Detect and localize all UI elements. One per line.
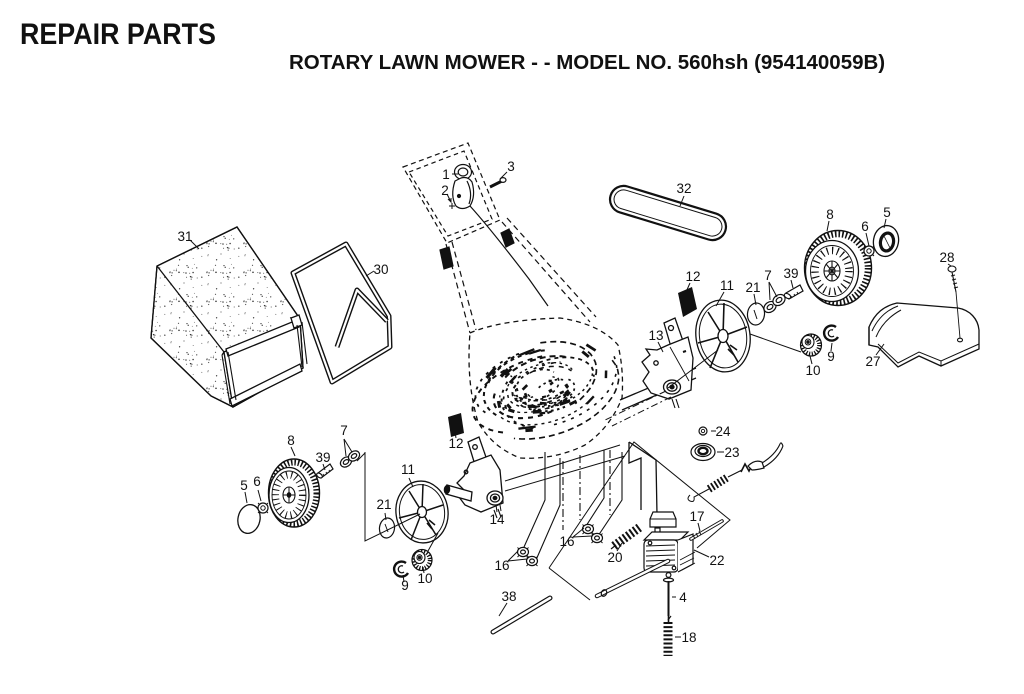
svg-text:13: 13 <box>648 328 663 343</box>
svg-text:9: 9 <box>401 578 409 593</box>
svg-text:38: 38 <box>501 589 516 604</box>
svg-text:21: 21 <box>745 280 760 295</box>
svg-text:8: 8 <box>826 207 834 222</box>
svg-text:18: 18 <box>681 630 696 645</box>
svg-text:12: 12 <box>685 269 700 284</box>
svg-text:8: 8 <box>287 433 295 448</box>
svg-text:23: 23 <box>724 445 739 460</box>
svg-text:1: 1 <box>442 167 450 182</box>
svg-text:16: 16 <box>494 558 509 573</box>
svg-text:31: 31 <box>177 229 192 244</box>
svg-text:6: 6 <box>861 219 869 234</box>
svg-text:7: 7 <box>764 268 772 283</box>
svg-text:3: 3 <box>507 159 515 174</box>
svg-text:16: 16 <box>559 534 574 549</box>
svg-text:5: 5 <box>883 205 891 220</box>
svg-text:17: 17 <box>689 509 704 524</box>
svg-text:39: 39 <box>315 450 330 465</box>
svg-text:24: 24 <box>715 424 731 439</box>
svg-text:9: 9 <box>827 349 835 364</box>
svg-text:32: 32 <box>676 181 691 196</box>
svg-text:28: 28 <box>939 250 954 265</box>
svg-text:21: 21 <box>376 497 391 512</box>
svg-text:2: 2 <box>441 183 449 198</box>
svg-text:10: 10 <box>417 571 432 586</box>
svg-text:20: 20 <box>607 550 622 565</box>
svg-text:39: 39 <box>783 266 798 281</box>
svg-text:27: 27 <box>865 354 880 369</box>
svg-text:7: 7 <box>340 423 348 438</box>
svg-text:5: 5 <box>240 478 248 493</box>
svg-text:12: 12 <box>448 436 463 451</box>
svg-text:10: 10 <box>805 363 820 378</box>
svg-text:30: 30 <box>373 262 388 277</box>
svg-text:6: 6 <box>253 474 261 489</box>
svg-text:11: 11 <box>401 462 415 477</box>
svg-text:14: 14 <box>489 512 505 527</box>
svg-text:22: 22 <box>709 553 724 568</box>
svg-text:4: 4 <box>679 590 687 605</box>
svg-text:11: 11 <box>720 278 734 293</box>
